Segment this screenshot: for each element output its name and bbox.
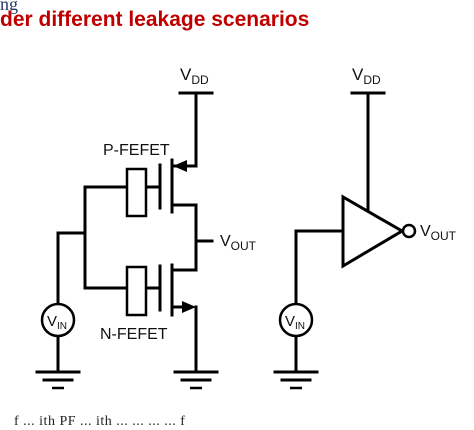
inverter-bubble <box>401 223 417 239</box>
right-vin-label: VIN <box>285 313 305 332</box>
n-fefet-arrow <box>182 301 196 313</box>
right-vdd-label: VDD <box>352 65 381 87</box>
header-fragment: ng <box>0 0 18 14</box>
left-vin-label: VIN <box>47 313 67 332</box>
right-vout-label: VOUT <box>420 223 457 243</box>
n-fefet-label: N-FEFET <box>100 326 168 343</box>
left-vin-source <box>40 302 76 338</box>
inverter-triangle <box>341 194 405 269</box>
page-title: der different leakage scenarios <box>0 8 310 31</box>
right-vin-source <box>278 302 314 338</box>
left-vdd-label: VDD <box>180 65 209 87</box>
footer-text-fragment: f ... ith PF ... ith ... ... ... ... f <box>14 414 186 429</box>
left-vout-label: VOUT <box>220 233 257 253</box>
p-ferroelectric-layer <box>125 167 148 218</box>
p-fefet-label: P-FEFET <box>103 142 170 159</box>
n-ferroelectric-layer <box>125 265 148 317</box>
p-fefet-arrow <box>173 160 187 172</box>
